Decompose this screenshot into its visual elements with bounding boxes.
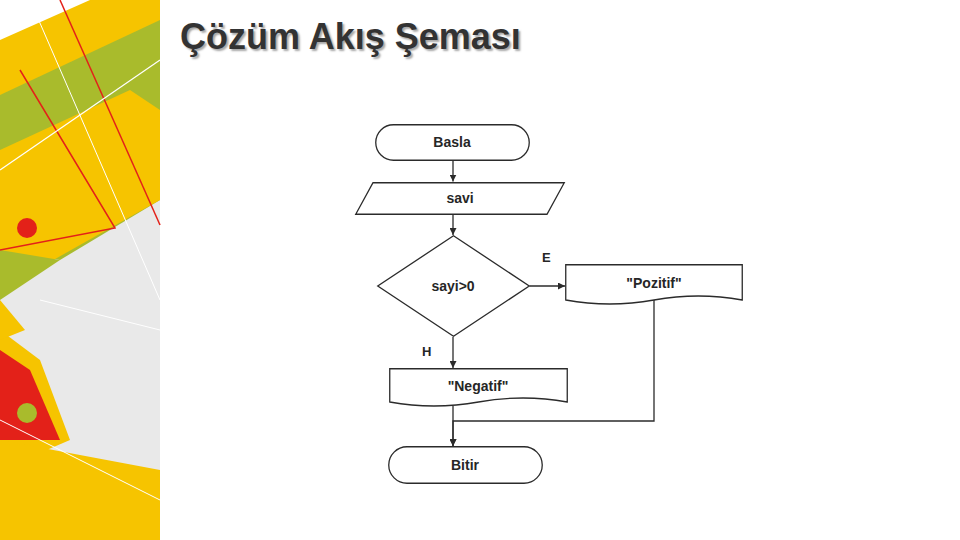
side-panel bbox=[0, 0, 160, 540]
slide-title: Çözüm Akış Şeması bbox=[180, 16, 521, 58]
flow-arrow bbox=[530, 285, 566, 286]
output-box: "Negatif" bbox=[389, 368, 568, 410]
end-terminal-border bbox=[388, 447, 542, 484]
yellow-band bbox=[0, 440, 160, 540]
decision-diamond: sayi>0 bbox=[377, 235, 530, 337]
output-box: "Pozitif" bbox=[565, 264, 743, 308]
node-label: savi bbox=[446, 190, 473, 206]
green-band bbox=[0, 250, 60, 300]
red-dot bbox=[17, 218, 37, 238]
input-box-border bbox=[356, 182, 565, 214]
flow-arrow bbox=[452, 337, 453, 368]
red-triangle bbox=[0, 350, 60, 440]
node-label: "Negatif" bbox=[448, 378, 509, 394]
node-label: "Pozitif" bbox=[626, 275, 681, 291]
branch-label: E bbox=[540, 250, 553, 265]
start-terminal: Basla bbox=[375, 124, 530, 161]
output-box-border bbox=[566, 265, 743, 304]
flow-arrow bbox=[452, 406, 453, 446]
start-terminal-border bbox=[375, 124, 529, 160]
red-line bbox=[0, 70, 115, 250]
white-line bbox=[30, 0, 160, 300]
white-line bbox=[40, 300, 160, 330]
input-box: savi bbox=[355, 182, 565, 215]
output-box-border bbox=[389, 369, 567, 406]
green-dot bbox=[17, 403, 37, 423]
node-label: Bitir bbox=[451, 457, 479, 473]
red-line bbox=[60, 0, 160, 225]
branch-label: H bbox=[420, 344, 433, 359]
yellow-band bbox=[0, 300, 25, 340]
node-label: Basla bbox=[433, 134, 470, 150]
node-label: sayi>0 bbox=[431, 278, 474, 294]
slide-decoration bbox=[0, 0, 162, 540]
end-terminal: Bitir bbox=[388, 446, 543, 484]
flow-arrow bbox=[452, 215, 453, 236]
flow-arrow bbox=[452, 161, 453, 182]
decision-diamond-border bbox=[377, 236, 529, 337]
white-line bbox=[0, 420, 160, 500]
